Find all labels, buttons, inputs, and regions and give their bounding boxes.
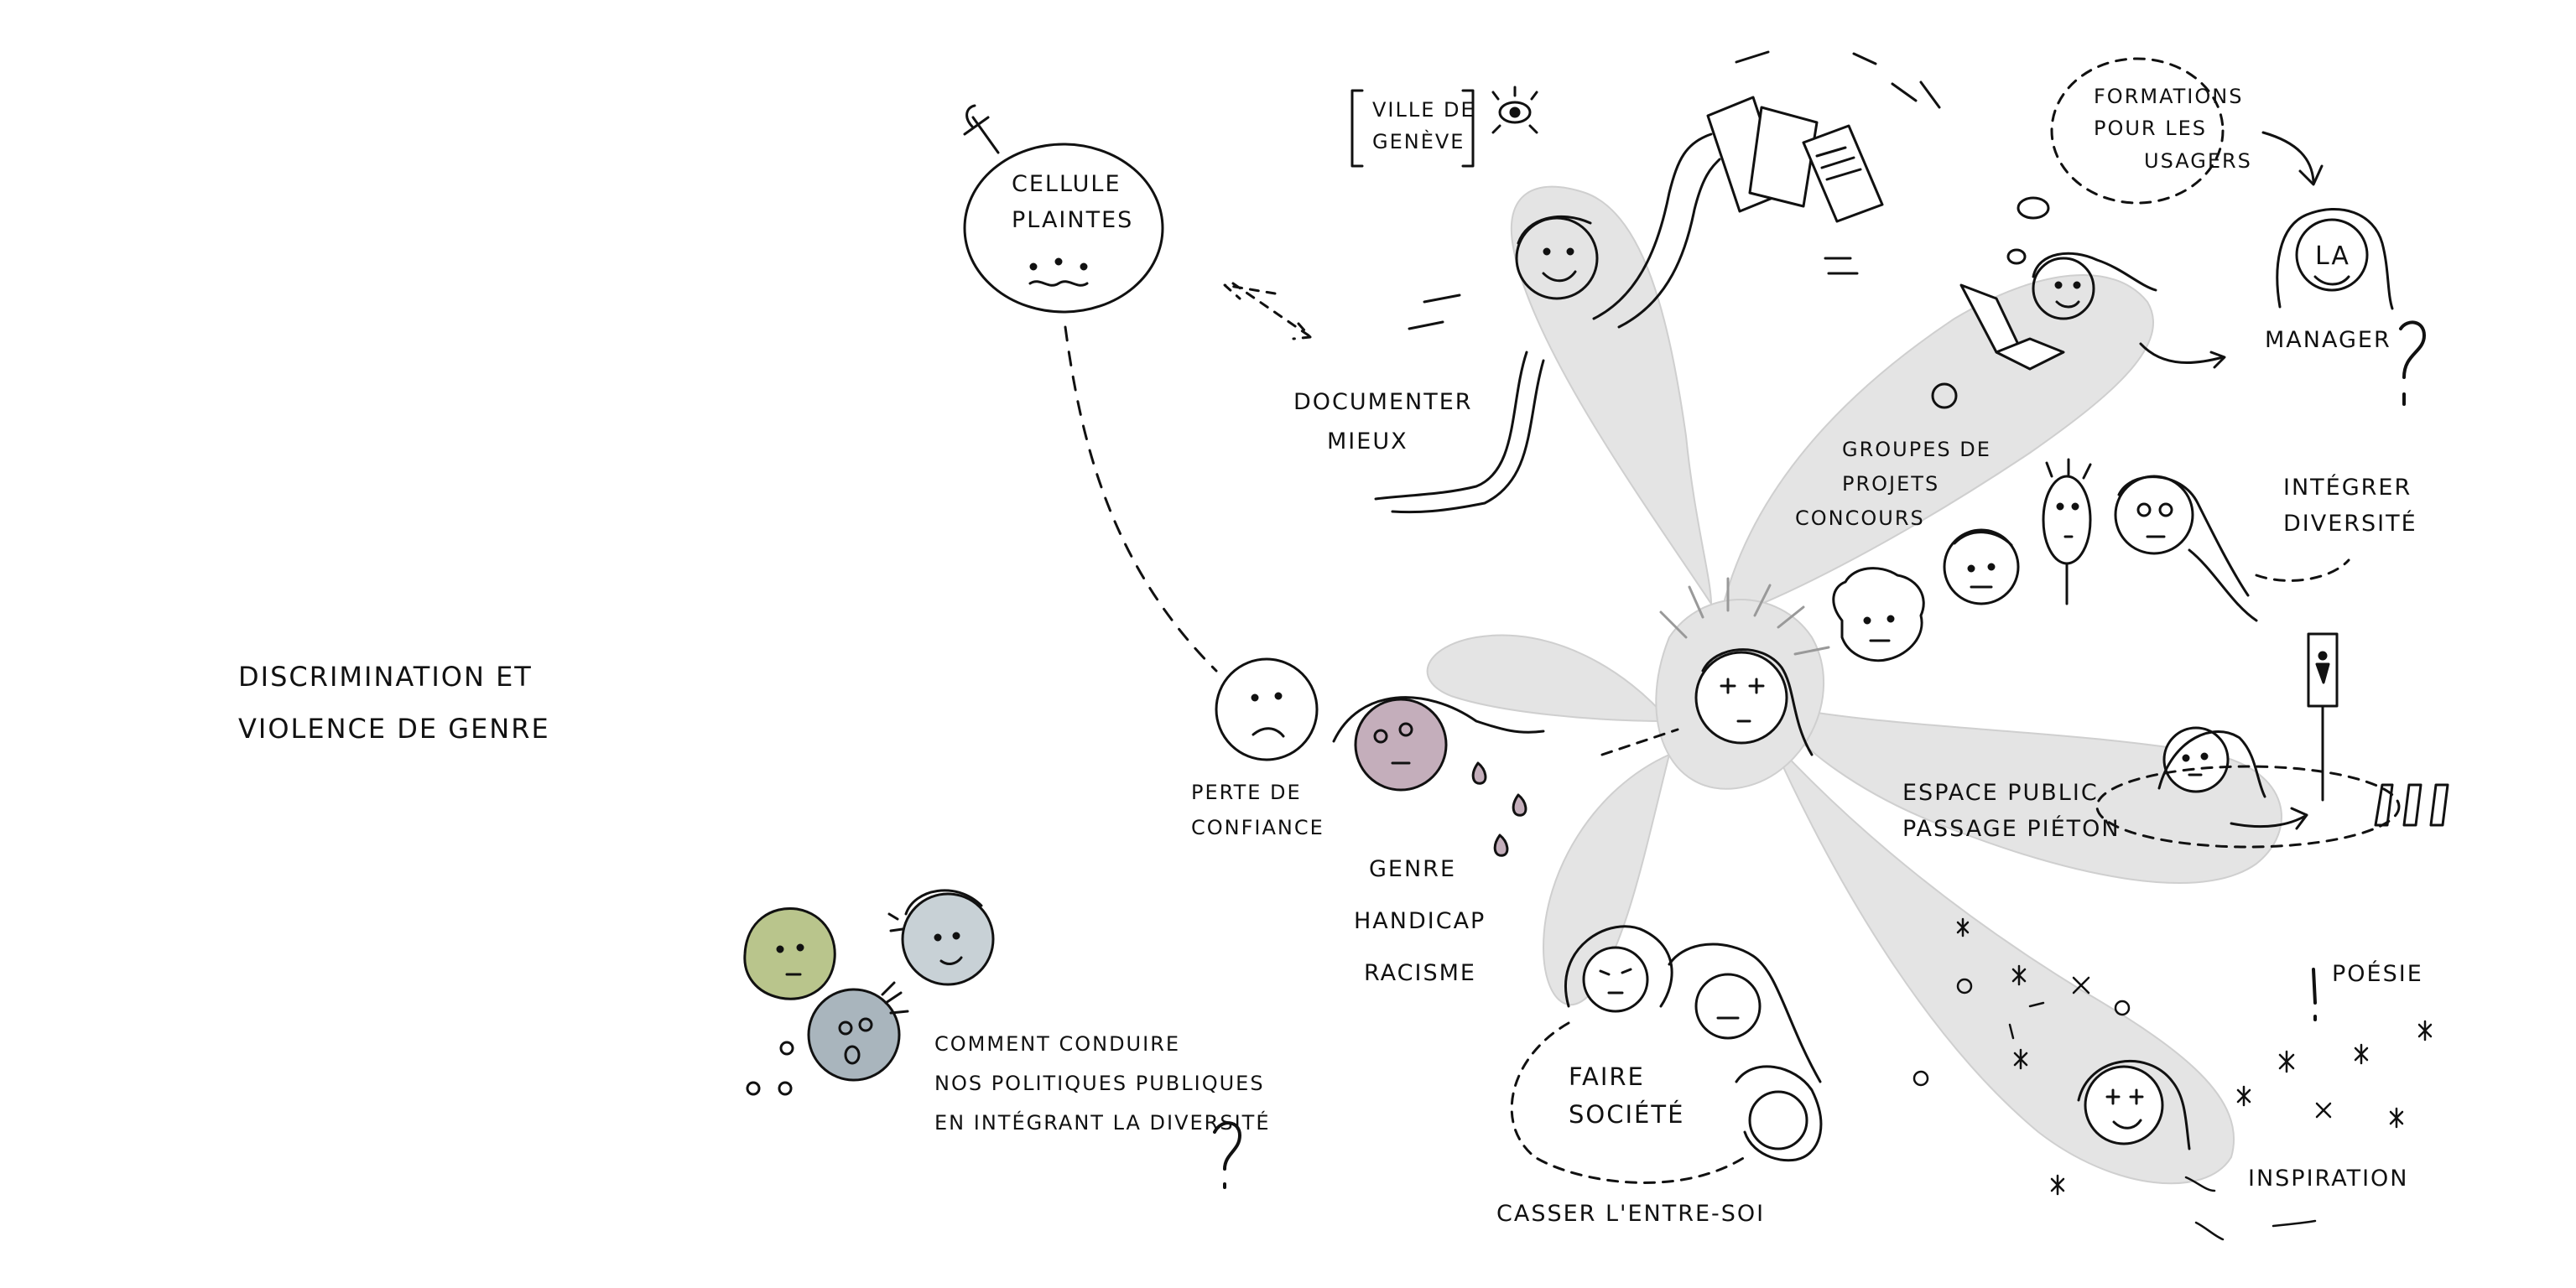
manager-face-label: LA	[2315, 242, 2350, 271]
manager-figure	[2276, 208, 2394, 310]
documenter-line-1: Documenter	[1293, 389, 1473, 415]
handicap-item: Handicap	[1354, 908, 1486, 935]
face-grey-blue	[807, 988, 901, 1082]
documenter-line-2: mieux	[1327, 428, 1408, 455]
faire-line-1: Faire	[1569, 1062, 1645, 1091]
center-hair-spikes	[1659, 577, 1830, 656]
group-face-details	[1863, 458, 2258, 642]
cellule-line-1: Cellule	[1012, 171, 1121, 197]
eye-icon	[1491, 86, 1538, 134]
discrimination-types-list: Genre Handicap Racisme	[1354, 844, 1486, 1000]
ville-line-2: Genève	[1372, 130, 1465, 154]
poesie-label: Poésie	[2332, 961, 2423, 987]
dashed-link-cellule	[1064, 325, 1218, 673]
perte-line-2: confiance	[1191, 816, 1324, 839]
sparkle-icons	[1912, 917, 2433, 1241]
three-faces	[743, 889, 995, 1096]
formations-line-3: usagers	[2144, 148, 2252, 173]
ville-de-geneve-box	[1350, 89, 1475, 168]
center-figure	[1600, 577, 1830, 756]
dashed-link-center	[1600, 728, 1679, 756]
petal-star	[1426, 185, 2282, 1185]
paper-sheets-icon	[1706, 96, 1884, 223]
casser-label: Casser l'entre-soi	[1496, 1201, 1766, 1227]
societe-figures	[1564, 925, 1823, 1162]
perte-line-1: Perte de	[1191, 781, 1302, 804]
inspiration-figure	[2077, 1059, 2191, 1150]
arrow-to-manager	[2261, 131, 2324, 186]
dashed-loop-societe	[1510, 1021, 1746, 1184]
question-line-2: nos politiques publiques	[934, 1071, 1265, 1095]
question-label: Comment conduire nos politiques publique…	[934, 1025, 1270, 1142]
inspiration-label: Inspiration	[2248, 1166, 2409, 1192]
question-line-1: Comment conduire	[934, 1032, 1181, 1056]
tear-drop-2	[1512, 793, 1527, 817]
face-blue	[901, 892, 995, 986]
formations-cloud	[2050, 57, 2225, 205]
petal-top	[1510, 185, 1712, 605]
exchange-arrows	[1223, 282, 1312, 340]
cellule-plaintes-label: Cellule Plaintes	[1012, 166, 1133, 238]
laptop-icon	[1959, 283, 2065, 371]
cellule-line-2: Plaintes	[1012, 207, 1134, 234]
thought-dot-small	[2006, 248, 2027, 265]
group-faces	[1832, 475, 2194, 662]
sad-face	[1215, 657, 1319, 761]
espace-public-label: Espace public passage piéton	[1902, 775, 2121, 847]
documenter-label: Documenter mieux	[1293, 382, 1473, 462]
tear-drop-3	[1493, 834, 1509, 857]
raised-arm	[1592, 132, 1721, 329]
groupes-line-3: concours	[1795, 506, 1925, 530]
exclamation-icon	[2312, 968, 2317, 1021]
center-eyes	[1720, 678, 1765, 694]
title-line-2: violence de genre	[238, 713, 550, 745]
pedestrian-figure	[2157, 726, 2266, 798]
tear-drop-1	[1471, 761, 1487, 785]
perte-confiance-label: Perte de confiance	[1191, 775, 1324, 845]
documenter-figure	[1374, 132, 1721, 514]
question-line-3: en intégrant la diversité	[934, 1110, 1271, 1135]
lower-arm	[1374, 351, 1545, 514]
faire-line-2: société	[1569, 1099, 1685, 1129]
face-curly	[1832, 567, 1925, 662]
espace-line-2: passage piéton	[1902, 816, 2121, 843]
dashed-link-integrer	[2255, 558, 2350, 582]
espace-line-1: Espace public	[1902, 780, 2099, 806]
ville-label: Ville de Genève	[1372, 94, 1475, 158]
racisme-item: Racisme	[1364, 960, 1476, 987]
cellule-plaintes-bubble	[963, 104, 1164, 314]
petal-left	[1426, 634, 1670, 722]
petal-bottom	[1543, 754, 1670, 1006]
formations-line-1: Formations	[2094, 85, 2244, 108]
motion-lines	[1408, 50, 1941, 330]
genre-item: Genre	[1369, 856, 1456, 882]
question-mark-large-icon	[1213, 1121, 1241, 1189]
crying-face	[1332, 696, 1545, 857]
laptop-user-figure	[2032, 252, 2226, 369]
question-mark-icon	[2399, 320, 2426, 406]
faire-societe-label: Faire société	[1569, 1058, 1684, 1134]
venus-icon	[963, 104, 1000, 154]
face-green	[743, 906, 836, 1000]
thought-dot-mid	[1931, 382, 1958, 409]
groupes-line-2: projets	[1842, 471, 1940, 496]
groupes-line-1: Groupes de	[1842, 438, 1991, 461]
manager-label: Manager	[2265, 327, 2391, 353]
integrer-label: Intégrer diversité	[2283, 470, 2417, 542]
page-title: Discrimination et violence de genre	[238, 651, 550, 756]
arrow-path	[2230, 807, 2308, 830]
formations-line-2: pour les	[2094, 117, 2208, 141]
dashed-path-loop	[2095, 765, 2401, 849]
thought-dot-large	[2017, 196, 2050, 220]
ville-line-1: Ville de	[1372, 98, 1475, 122]
integrer-line-1: Intégrer	[2283, 475, 2412, 501]
formations-label: Formations pour les usagers	[2094, 80, 2252, 177]
pedestrian-sign-icon	[2307, 632, 2339, 802]
groupes-label: Groupes de projets concours	[1795, 433, 1991, 535]
crosswalk-icon	[2374, 783, 2449, 827]
integrer-line-2: diversité	[2283, 511, 2417, 538]
title-line-1: Discrimination et	[238, 661, 533, 693]
